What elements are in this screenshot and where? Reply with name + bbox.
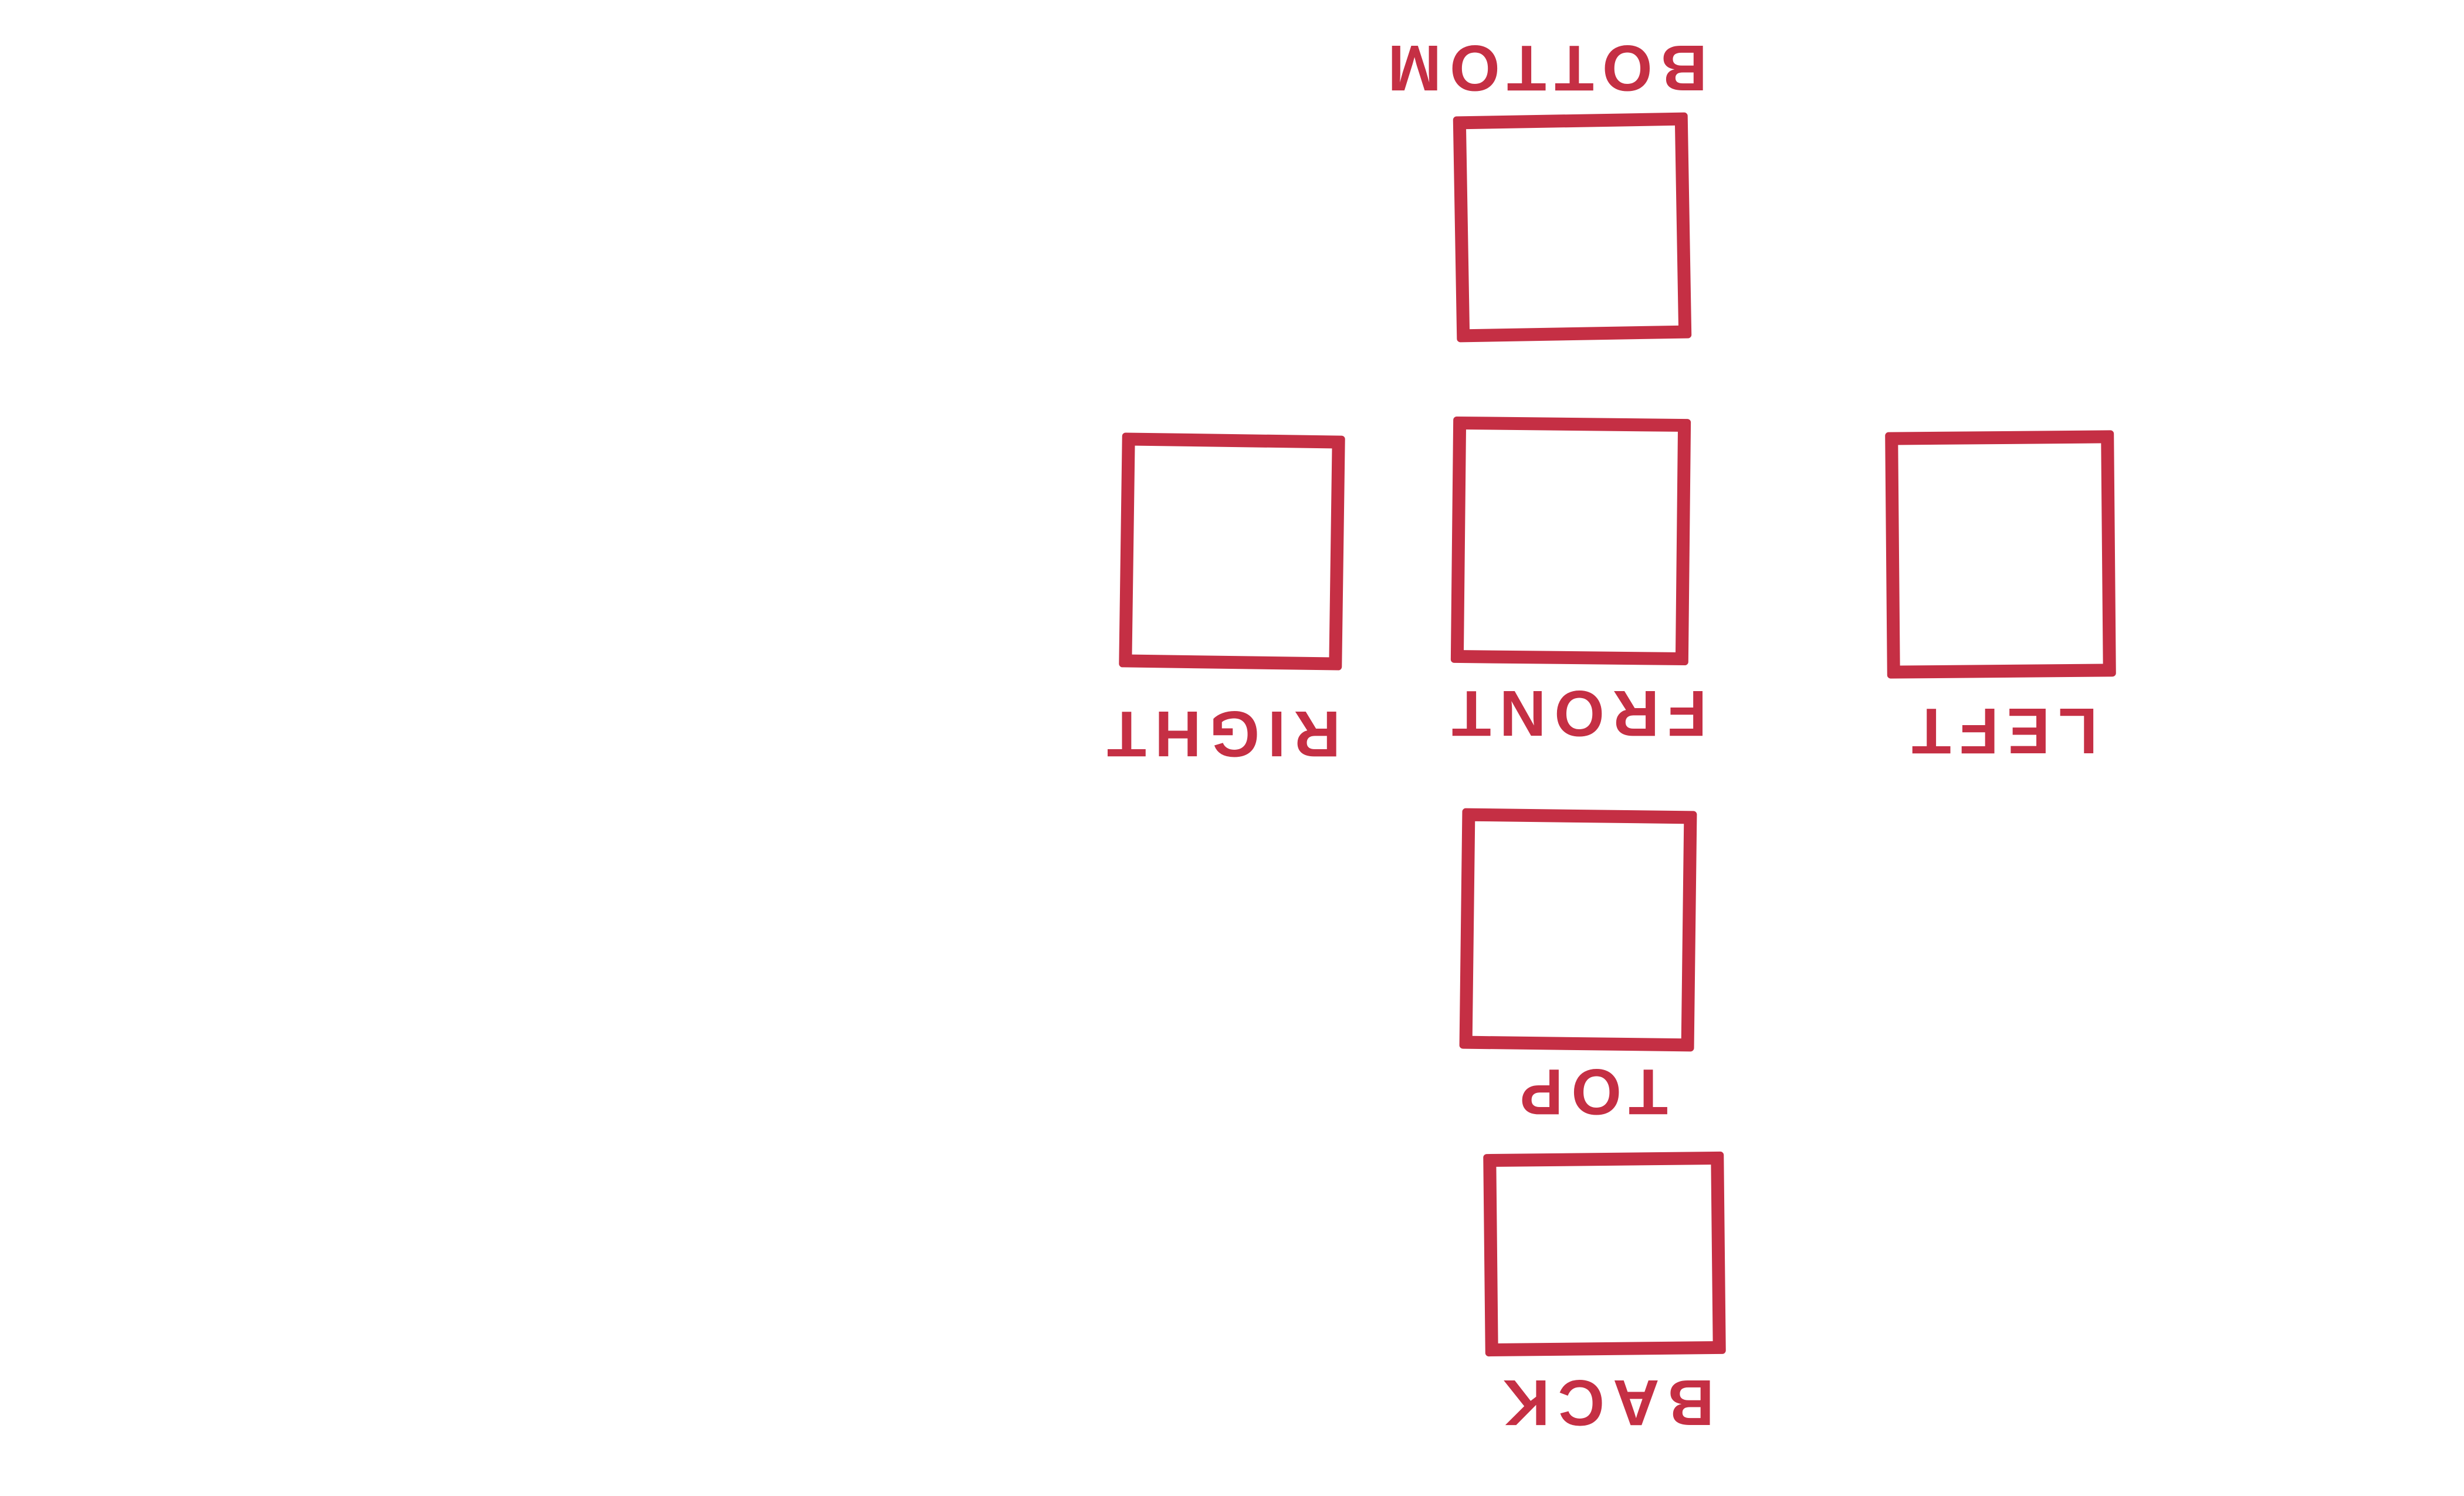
face-top-label: TOP: [1511, 1055, 1668, 1128]
face-bottom-square: [1453, 112, 1692, 343]
face-right-square: [1119, 432, 1345, 671]
face-top-square: [1459, 808, 1697, 1052]
face-back-label: BACK: [1495, 1366, 1714, 1439]
face-left-label: LEFT: [1903, 695, 2098, 767]
face-bottom-label: BOTTOM: [1379, 32, 1707, 104]
face-back-square: [1483, 1151, 1726, 1357]
face-front-label: FRONT: [1443, 677, 1707, 749]
face-front-square: [1450, 416, 1691, 666]
face-right-label: RIGHT: [1098, 698, 1341, 770]
face-left-square: [1885, 430, 2116, 679]
